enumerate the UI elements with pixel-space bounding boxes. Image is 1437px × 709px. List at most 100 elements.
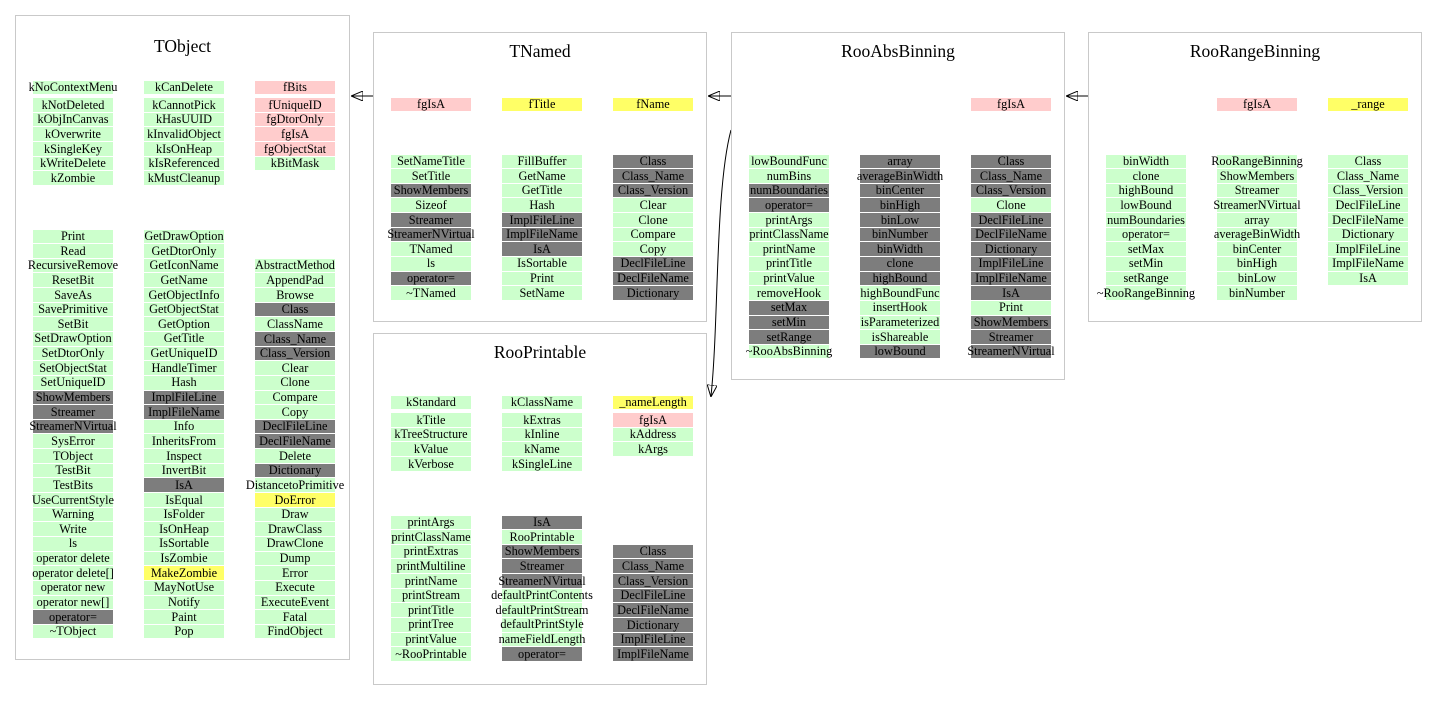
method-cell[interactable]: GetOption	[132, 317, 236, 332]
method-cell[interactable]: MakeZombie	[132, 566, 236, 581]
method-cell[interactable]: printName	[379, 574, 483, 589]
field-cell[interactable]: fBits	[243, 80, 347, 95]
method-cell[interactable]: Delete	[243, 449, 347, 464]
method-cell[interactable]: ImplFileLine	[959, 256, 1063, 271]
method-cell[interactable]: Class_Name	[601, 169, 705, 184]
method-cell[interactable]: DeclFileName	[601, 603, 705, 618]
field-cell[interactable]: kHasUUID	[132, 112, 236, 127]
field-cell[interactable]: kExtras	[490, 413, 594, 428]
method-cell[interactable]: Class	[959, 154, 1063, 169]
method-cell[interactable]: Compare	[601, 227, 705, 242]
field-cell[interactable]: fName	[601, 97, 705, 112]
method-cell[interactable]: AppendPad	[243, 273, 347, 288]
field-cell[interactable]: kCanDelete	[132, 80, 236, 95]
field-cell[interactable]: kCannotPick	[132, 98, 236, 113]
method-cell[interactable]: Pop	[132, 624, 236, 639]
field-cell[interactable]: kSingleLine	[490, 457, 594, 472]
method-cell[interactable]: ImplFileLine	[1316, 242, 1420, 257]
method-cell[interactable]: SetBit	[21, 317, 125, 332]
method-cell[interactable]: printTitle	[379, 603, 483, 618]
method-cell[interactable]: GetTitle	[132, 331, 236, 346]
method-cell[interactable]: RooRangeBinning	[1205, 154, 1309, 169]
method-cell[interactable]: ImplFileName	[959, 271, 1063, 286]
method-cell[interactable]: lowBound	[1094, 198, 1198, 213]
method-cell[interactable]: Clear	[601, 198, 705, 213]
field-cell[interactable]: kBitMask	[243, 156, 347, 171]
method-cell[interactable]: ~RooPrintable	[379, 647, 483, 662]
field-cell[interactable]: _range	[1316, 97, 1420, 112]
class-title-roorangebinning[interactable]: RooRangeBinning	[1189, 41, 1321, 61]
field-cell[interactable]: fgIsA	[243, 127, 347, 142]
method-cell[interactable]: operator=	[1094, 227, 1198, 242]
method-cell[interactable]: defaultPrintContents	[490, 588, 594, 603]
method-cell[interactable]: operator delete[]	[21, 566, 125, 581]
method-cell[interactable]: ShowMembers	[490, 544, 594, 559]
method-cell[interactable]: ShowMembers	[21, 390, 125, 405]
method-cell[interactable]: numBoundaries	[1094, 213, 1198, 228]
method-cell[interactable]: Warning	[21, 507, 125, 522]
method-cell[interactable]: ShowMembers	[379, 183, 483, 198]
field-cell[interactable]: kTitle	[379, 413, 483, 428]
method-cell[interactable]: Browse	[243, 288, 347, 303]
method-cell[interactable]: ImplFileName	[132, 405, 236, 420]
method-cell[interactable]: setMin	[1094, 256, 1198, 271]
method-cell[interactable]: printTitle	[737, 256, 841, 271]
method-cell[interactable]: Write	[21, 522, 125, 537]
method-cell[interactable]: binHigh	[848, 198, 952, 213]
method-cell[interactable]: SetName	[490, 286, 594, 301]
method-cell[interactable]: Hash	[132, 375, 236, 390]
method-cell[interactable]: clone	[848, 256, 952, 271]
method-cell[interactable]: FindObject	[243, 624, 347, 639]
method-cell[interactable]: DeclFileLine	[601, 256, 705, 271]
method-cell[interactable]: Class_Name	[601, 559, 705, 574]
method-cell[interactable]: IsEqual	[132, 493, 236, 508]
method-cell[interactable]: Streamer	[379, 213, 483, 228]
method-cell[interactable]: Clone	[601, 213, 705, 228]
method-cell[interactable]: operator new[]	[21, 595, 125, 610]
method-cell[interactable]: printArgs	[379, 515, 483, 530]
method-cell[interactable]: SysError	[21, 434, 125, 449]
method-cell[interactable]: DeclFileLine	[601, 588, 705, 603]
method-cell[interactable]: DoError	[243, 493, 347, 508]
field-cell[interactable]: kIsReferenced	[132, 156, 236, 171]
field-cell[interactable]: _nameLength	[601, 395, 705, 410]
method-cell[interactable]: setMax	[737, 300, 841, 315]
method-cell[interactable]: printValue	[379, 632, 483, 647]
method-cell[interactable]: SetUniqueID	[21, 375, 125, 390]
method-cell[interactable]: binLow	[848, 213, 952, 228]
method-cell[interactable]: IsOnHeap	[132, 522, 236, 537]
method-cell[interactable]: DrawClass	[243, 522, 347, 537]
method-cell[interactable]: binWidth	[1094, 154, 1198, 169]
method-cell[interactable]: GetDrawOption	[132, 229, 236, 244]
method-cell[interactable]: operator new	[21, 580, 125, 595]
field-cell[interactable]: kObjInCanvas	[21, 112, 125, 127]
method-cell[interactable]: StreamerNVirtual	[379, 227, 483, 242]
method-cell[interactable]: setRange	[1094, 271, 1198, 286]
method-cell[interactable]: Dictionary	[1316, 227, 1420, 242]
method-cell[interactable]: TNamed	[379, 242, 483, 257]
method-cell[interactable]: lowBoundFunc	[737, 154, 841, 169]
method-cell[interactable]: operator delete	[21, 551, 125, 566]
method-cell[interactable]: Class_Version	[601, 574, 705, 589]
method-cell[interactable]: IsZombie	[132, 551, 236, 566]
field-cell[interactable]: kTreeStructure	[379, 427, 483, 442]
field-cell[interactable]: kIsOnHeap	[132, 142, 236, 157]
method-cell[interactable]: highBoundFunc	[848, 286, 952, 301]
method-cell[interactable]: SetDtorOnly	[21, 346, 125, 361]
field-cell[interactable]: kClassName	[490, 395, 594, 410]
method-cell[interactable]: IsA	[132, 478, 236, 493]
method-cell[interactable]: Dictionary	[601, 618, 705, 633]
method-cell[interactable]: ImplFileLine	[490, 213, 594, 228]
method-cell[interactable]: printArgs	[737, 213, 841, 228]
method-cell[interactable]: StreamerNVirtual	[21, 419, 125, 434]
method-cell[interactable]: GetTitle	[490, 183, 594, 198]
method-cell[interactable]: setRange	[737, 330, 841, 345]
method-cell[interactable]: Print	[490, 271, 594, 286]
method-cell[interactable]: Class	[1316, 154, 1420, 169]
method-cell[interactable]: TObject	[21, 449, 125, 464]
method-cell[interactable]: ClassName	[243, 317, 347, 332]
field-cell[interactable]: kVerbose	[379, 457, 483, 472]
field-cell[interactable]: kWriteDelete	[21, 156, 125, 171]
method-cell[interactable]: DrawClone	[243, 536, 347, 551]
method-cell[interactable]: printExtras	[379, 544, 483, 559]
